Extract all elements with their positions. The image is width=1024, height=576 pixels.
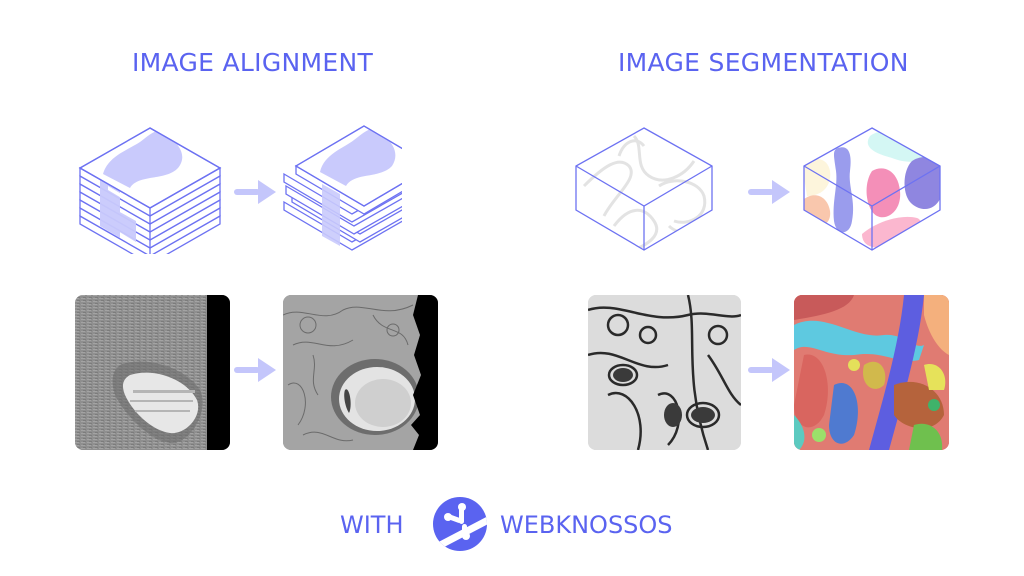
segmented-volume-illustration [803,127,941,251]
footer: WITH WEBKNOSSOS [0,496,1024,556]
em-segmented-image [794,295,949,450]
alignment-title: IMAGE ALIGNMENT [132,48,374,77]
misaligned-stack-illustration [78,127,222,254]
raw-volume-illustration [575,127,713,251]
aligned-stack-illustration [283,125,402,251]
arrow-icon [748,358,790,382]
footer-prefix: WITH [340,511,404,539]
segmentation-title: IMAGE SEGMENTATION [618,48,909,77]
arrow-icon [234,180,276,204]
arrow-icon [234,358,276,382]
webknossos-logo-icon[interactable] [432,496,488,552]
em-aligned-image [283,295,438,450]
em-misaligned-image [75,295,230,450]
arrow-icon [748,180,790,204]
em-raw-image [588,295,741,450]
footer-brand[interactable]: WEBKNOSSOS [500,511,673,539]
